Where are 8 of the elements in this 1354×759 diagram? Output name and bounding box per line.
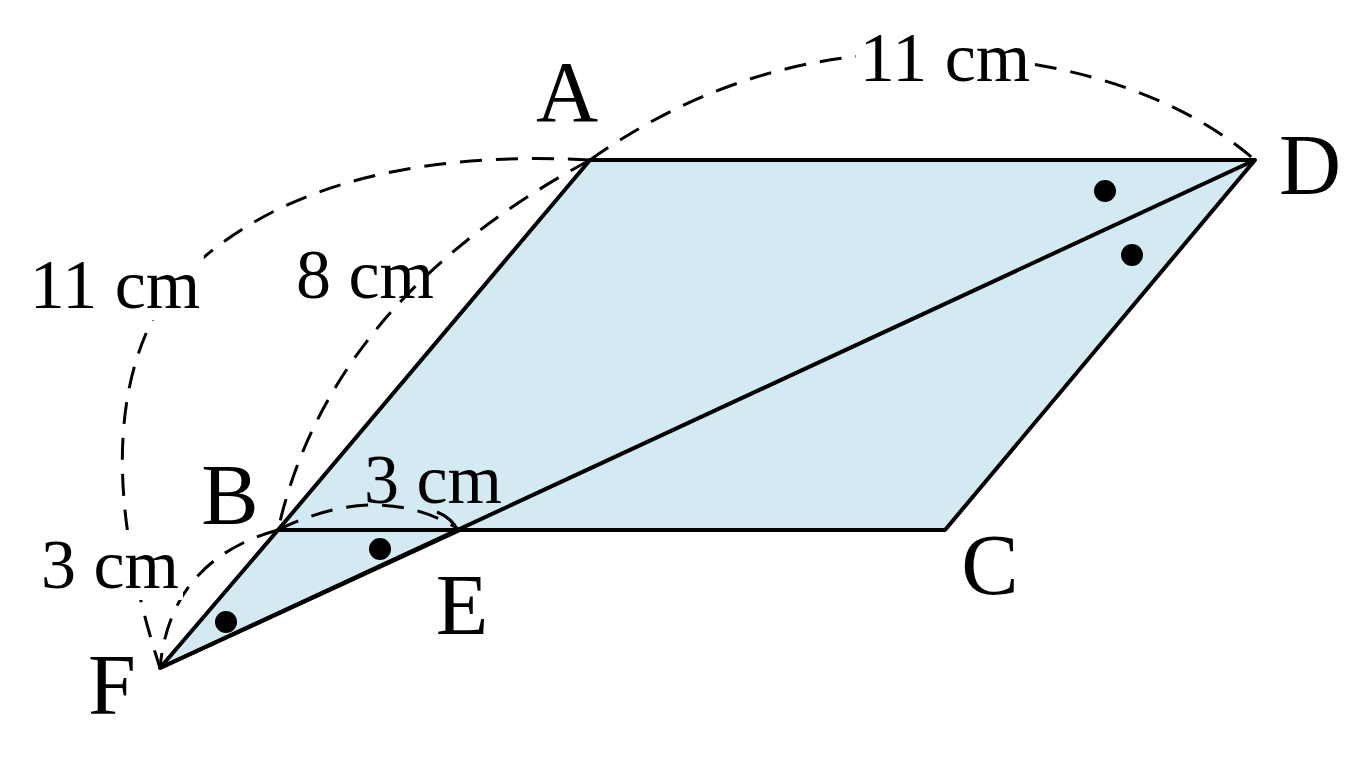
dimension-label: 3 cm [363,445,503,515]
point-label: E [434,562,490,648]
dimension-label: 8 cm [295,240,435,310]
point-label: A [534,49,600,135]
point-label: D [1277,122,1343,208]
point-label: C [960,522,1020,608]
point-label: F [87,642,137,728]
point-label: B [200,452,260,538]
